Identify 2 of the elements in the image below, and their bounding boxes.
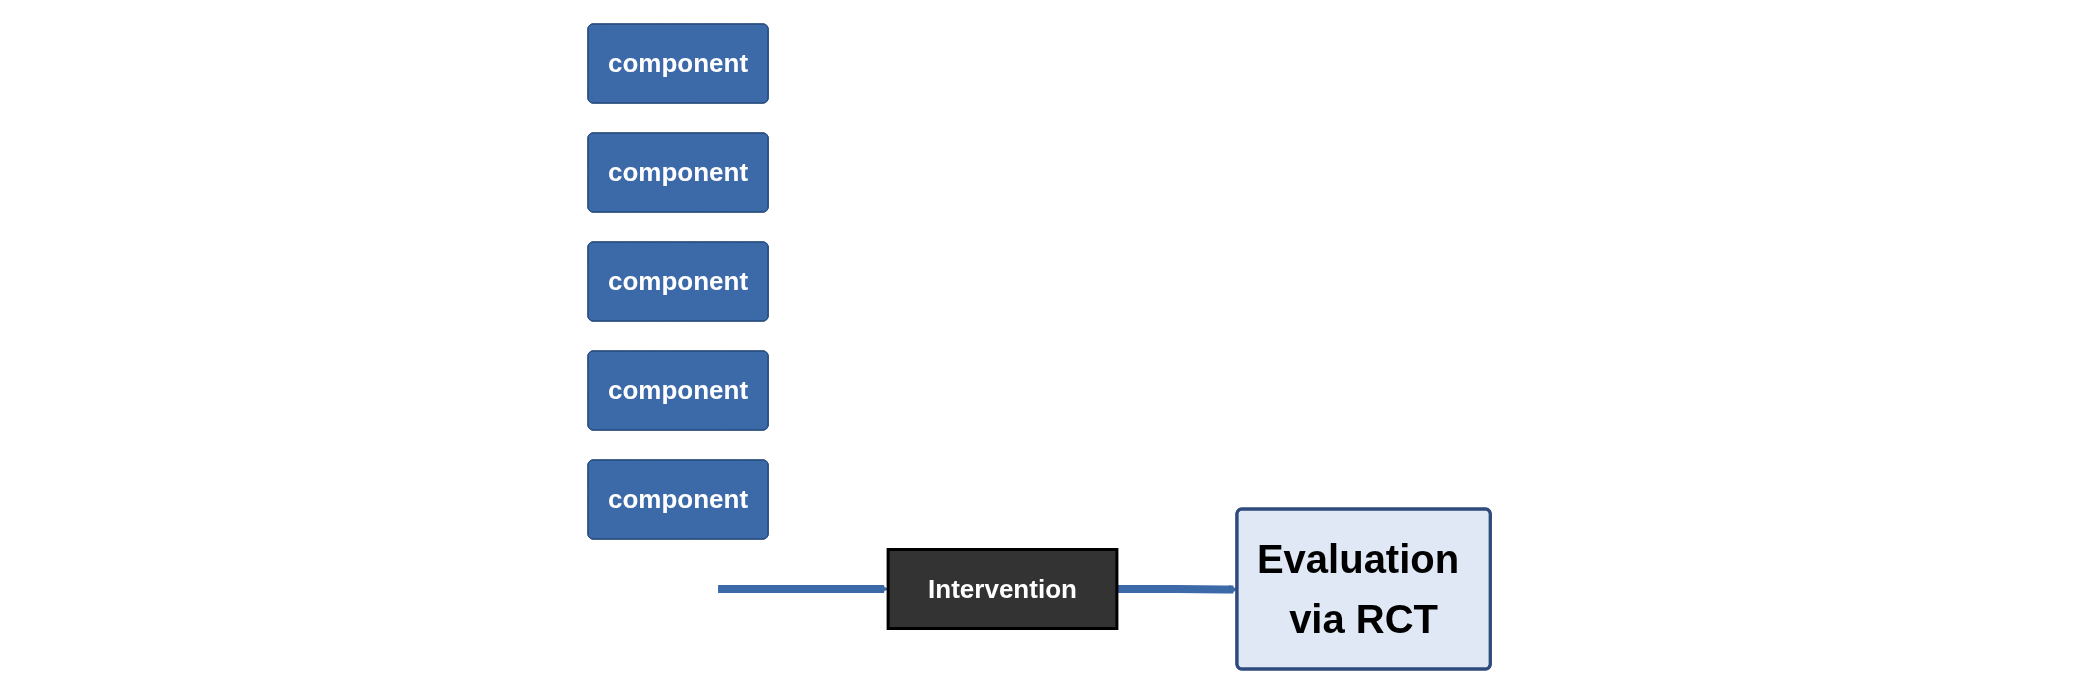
arrow — [1116, 585, 1238, 594]
node-box: Intervention — [886, 548, 1119, 630]
